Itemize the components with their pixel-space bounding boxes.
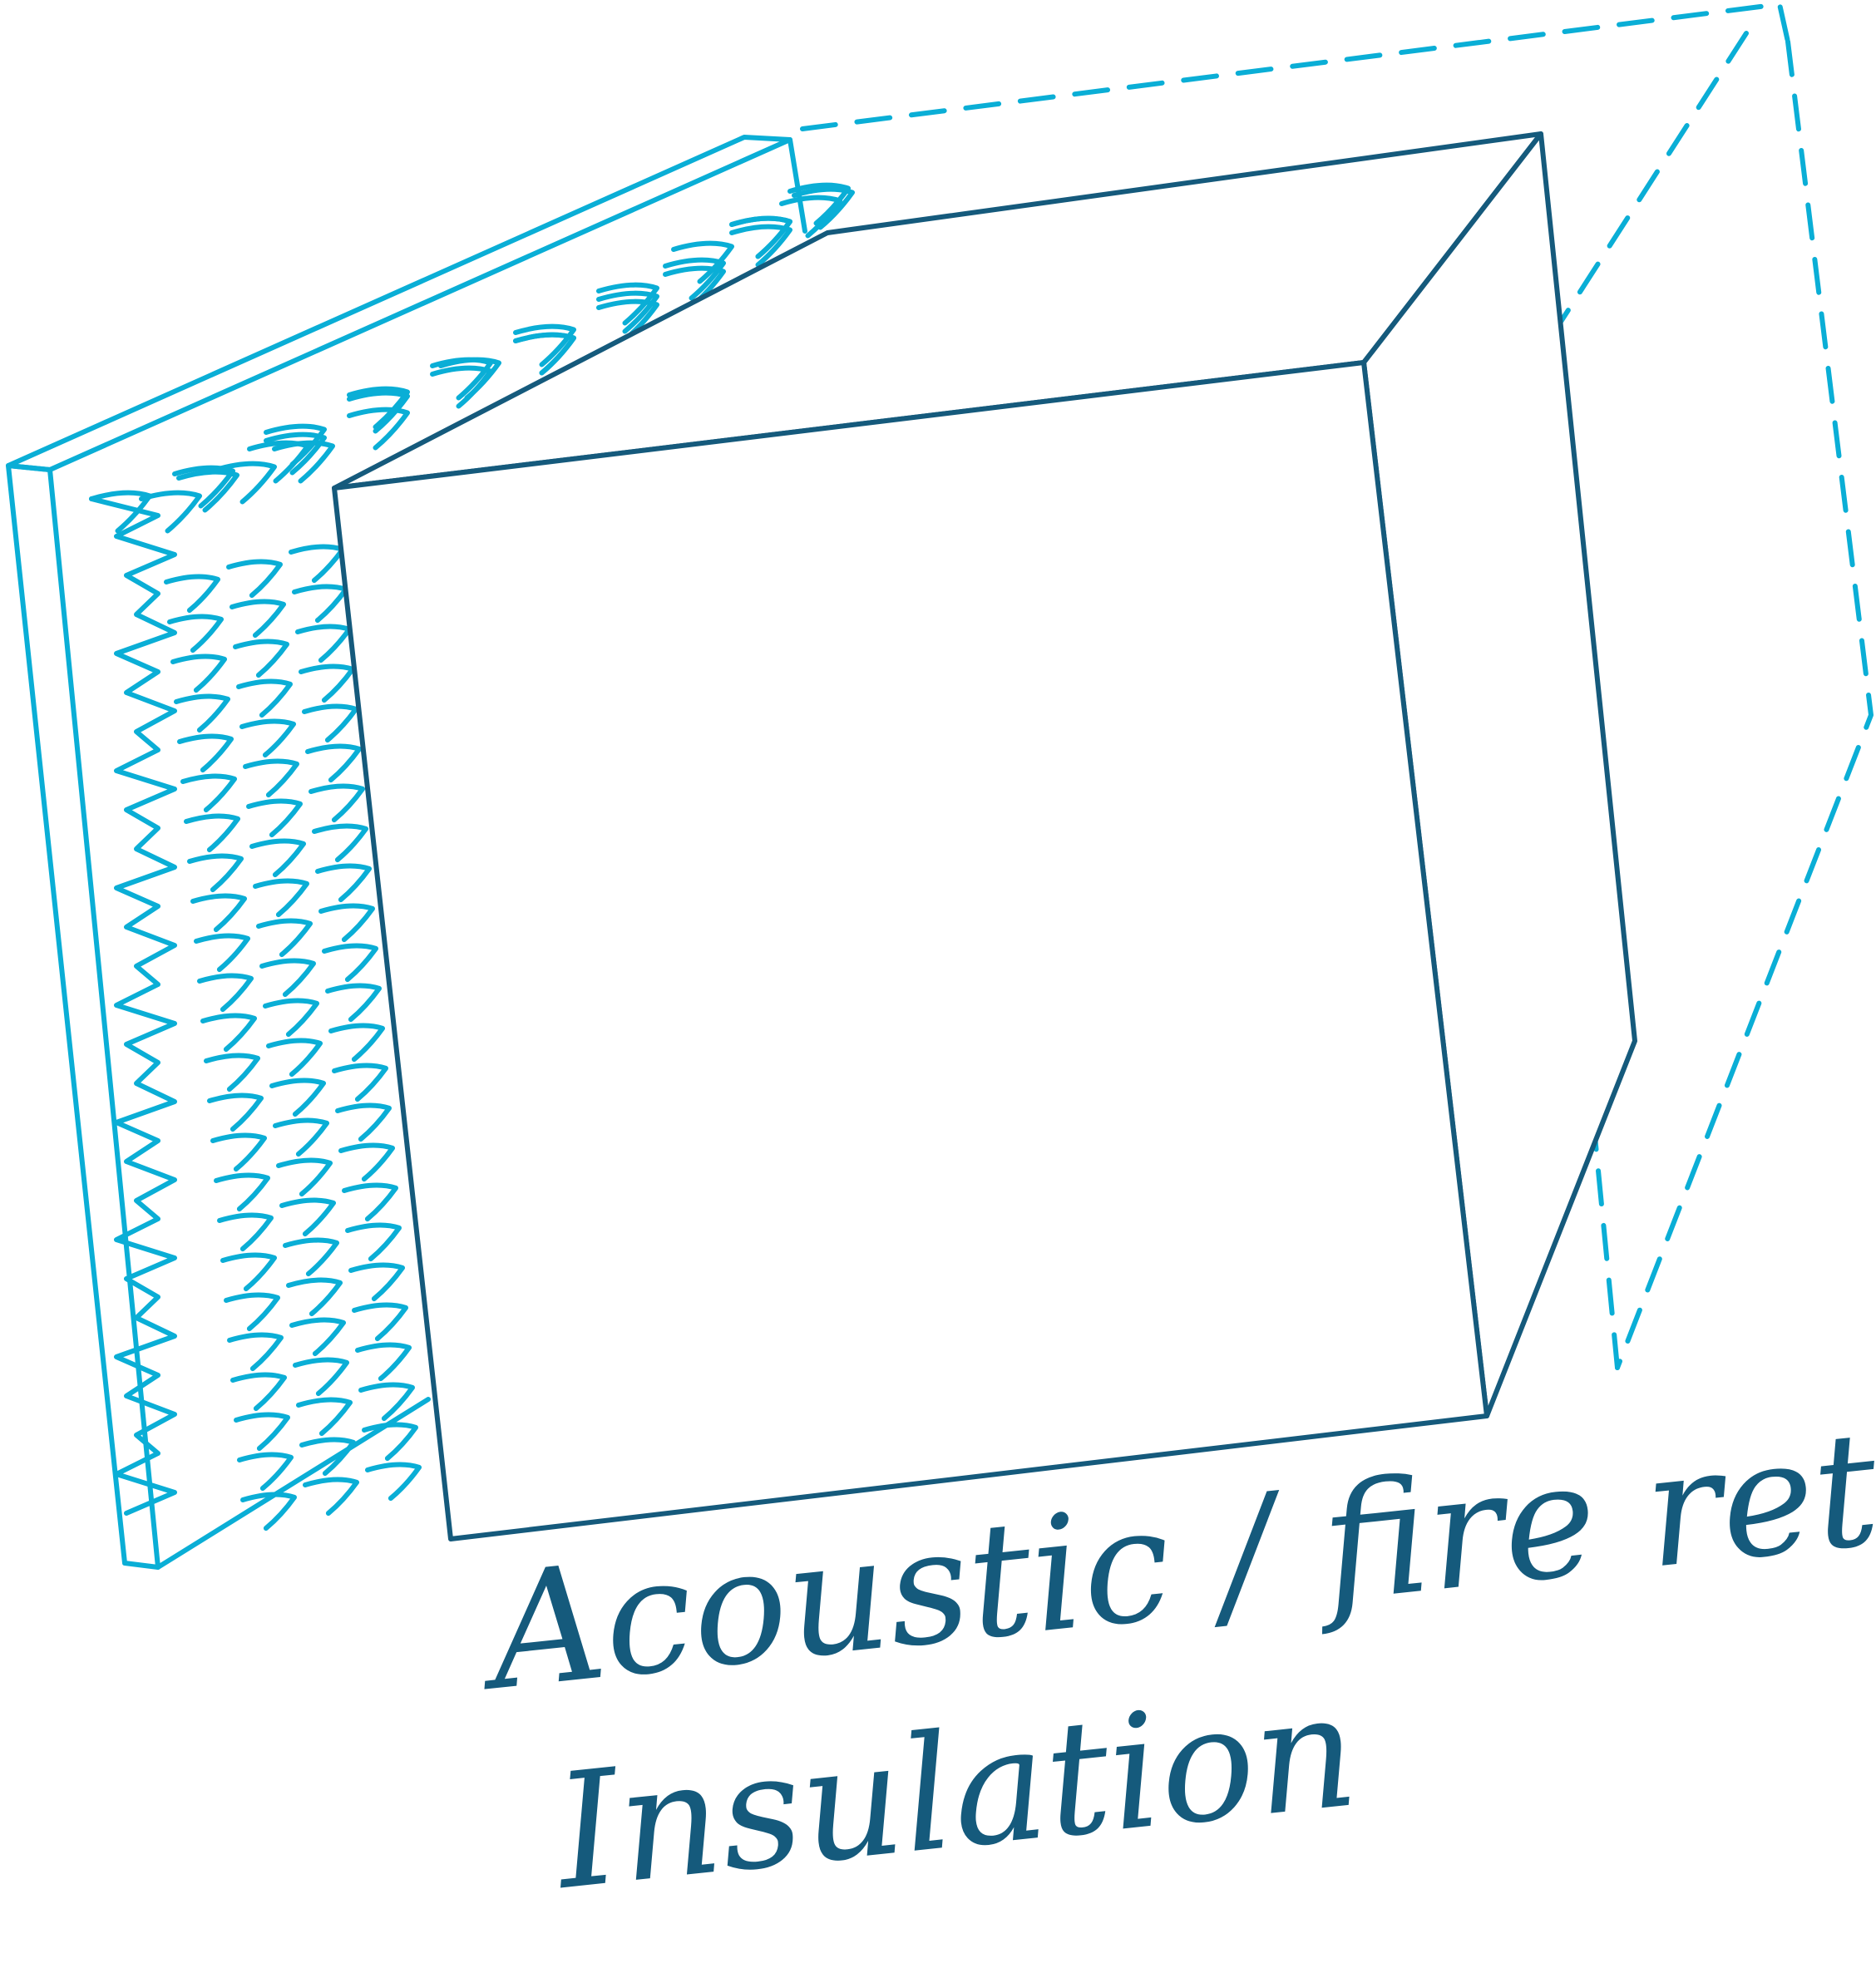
insulation-panel-icon <box>6 135 855 1570</box>
box-icon <box>332 131 1637 1541</box>
